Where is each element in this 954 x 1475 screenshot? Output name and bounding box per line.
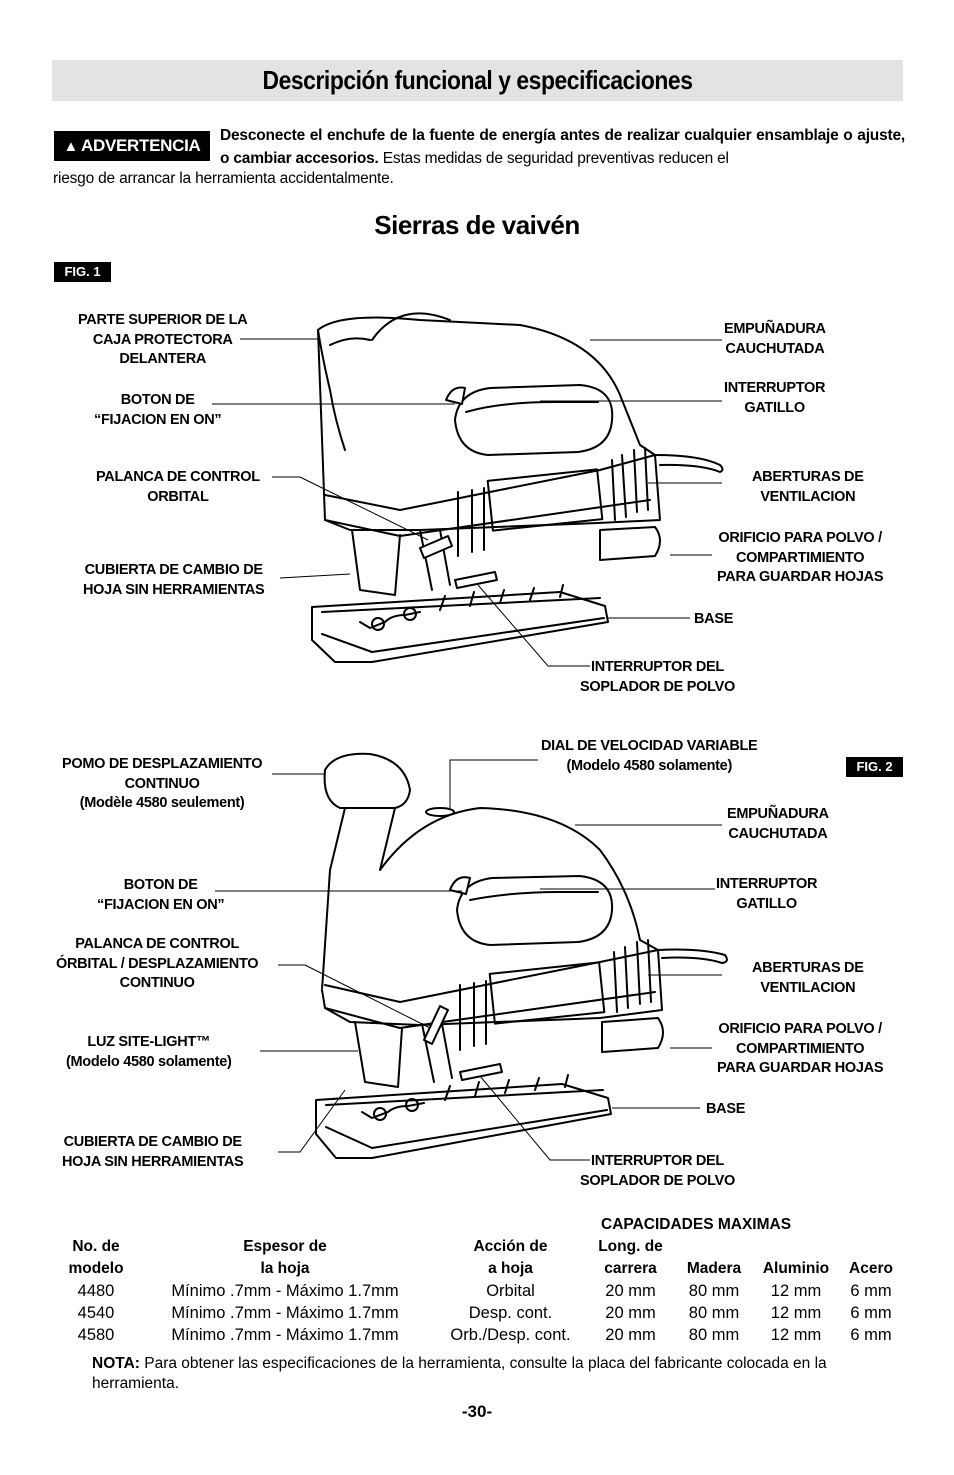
specs-header-row-2: modelo la hoja a hoja carrera Madera Alu…: [68, 1260, 893, 1277]
warning-text-part1: Estas medidas de seguridad preventivas r…: [382, 150, 729, 167]
specs-group-header: CAPACIDADES MAXIMAS: [601, 1216, 792, 1233]
fig2-label-site-light: LUZ SITE-LIGHT™(Modelo 4580 solamente): [66, 1034, 232, 1070]
fig2-jigsaw-illustration: [215, 752, 728, 1161]
fig1-label-base: BASE: [694, 611, 734, 627]
specs-header-row-1: No. de Espesor de Acción de Long. de: [72, 1238, 663, 1255]
fig1-jigsaw-illustration: [212, 312, 724, 667]
warning-text: Desconecte el enchufe de la fuente de en…: [220, 124, 905, 170]
warning-badge: ▲ADVERTENCIA: [54, 131, 210, 161]
fig2-label-lock-on: BOTON DE“FIJACION EN ON”: [97, 877, 225, 913]
fig1-badge: FIG. 1: [54, 262, 111, 282]
warning-badge-label: ADVERTENCIA: [81, 136, 201, 155]
specs-group-header-row: CAPACIDADES MAXIMAS: [60, 1214, 900, 1236]
warning-triangle-icon: ▲: [63, 138, 79, 155]
fig2-label-speed-dial: DIAL DE VELOCIDAD VARIABLE(Modelo 4580 s…: [541, 738, 758, 774]
fig2-badge: FIG. 2: [846, 757, 903, 777]
page-number: -30-: [461, 1402, 493, 1421]
note-label: NOTA:: [92, 1355, 140, 1372]
page-title: Descripción funcional y especificaciones: [262, 65, 693, 95]
title-bar: Descripción funcional y especificaciones: [52, 60, 903, 101]
warning-bold-text: Desconecte el enchufe de la fuente de en…: [220, 127, 905, 167]
fig1-label-lock-on: BOTON DE“FIJACION EN ON”: [94, 392, 222, 428]
note-body: Para obtener las especificaciones de la …: [92, 1355, 827, 1392]
warning-text-part2: riesgo de arrancar la herramienta accide…: [53, 170, 394, 187]
note-text: NOTA: Para obtener las especificaciones …: [92, 1354, 882, 1394]
fig2-label-base: BASE: [706, 1101, 746, 1117]
section-subtitle: Sierras de vaivén: [374, 210, 580, 240]
specs-table: CAPACIDADES MAXIMAS No. de Espesor de Ac…: [60, 1214, 900, 1346]
